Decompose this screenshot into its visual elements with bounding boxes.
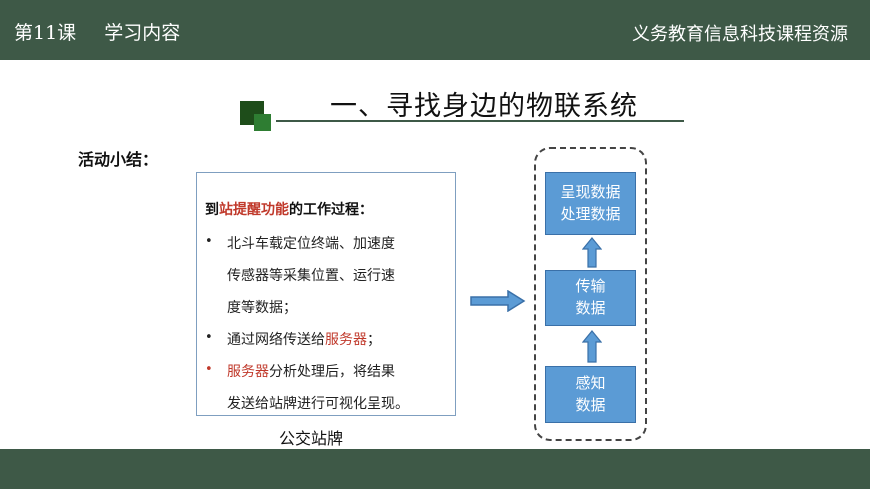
present-process-data-box: 呈现数据 处理数据 [545,172,636,235]
summary-label: 活动小结： [78,150,159,169]
item2-suffix: ； [367,332,381,348]
item3-line2: 发送给站牌进行可视化呈现。 [227,396,409,412]
bus-stop-caption: 公交站牌 [279,429,344,448]
item1-line2: 传感器等采集位置、运行速 [227,268,395,284]
title-decor-square-light [254,114,271,131]
sense-data-label: 数据 [575,395,606,414]
heading-prefix: 到 [205,202,219,218]
item2-line1: 通过网络传送给服务器； [227,329,381,349]
footer-bar [0,449,870,489]
lesson-number: 第11课 [14,22,77,44]
item1-line1: 北斗车载定位终端、加速度 [227,236,395,252]
transmit-label: 传输 [575,277,606,296]
item3-highlight: 服务器 [227,364,269,380]
sense-data-box: 感知 数据 [545,366,636,423]
heading-suffix: 的工作过程： [289,202,373,218]
slide-title: 一、寻找身边的物联系统 [330,91,638,122]
process-text-box: 到站提醒功能的工作过程： • 北斗车载定位终端、加速度 传感器等采集位置、运行速… [196,172,456,416]
data-flow-container [534,147,647,441]
item3-line1: 服务器分析处理后，将结果 [227,361,395,381]
process-heading: 到站提醒功能的工作过程： [205,199,373,219]
item1-line3: 度等数据； [227,300,297,316]
present-data-label: 呈现数据 [560,182,621,201]
transmit-data-label: 数据 [575,299,606,317]
header-bar: 第11课 学习内容 义务教育信息科技课程资源 [0,0,870,60]
transmit-data-box: 传输 数据 [545,270,636,326]
lesson-info: 第11课 学习内容 [14,18,202,45]
up-arrow-icon [582,237,602,268]
title-underline [276,120,684,122]
bullet-1: • [205,234,213,249]
item2-highlight: 服务器 [325,332,367,348]
right-arrow-icon [470,290,526,312]
item3-suffix: 分析处理后，将结果 [269,364,395,380]
up-arrow-icon [582,330,602,363]
process-data-label: 处理数据 [560,204,621,223]
resource-label: 义务教育信息科技课程资源 [632,24,848,45]
lesson-section: 学习内容 [104,22,181,44]
item2-prefix: 通过网络传送给 [227,332,325,348]
bullet-2: • [205,330,213,345]
sense-label: 感知 [575,373,606,392]
bullet-3: • [205,362,213,377]
heading-highlight: 站提醒功能 [219,202,289,218]
